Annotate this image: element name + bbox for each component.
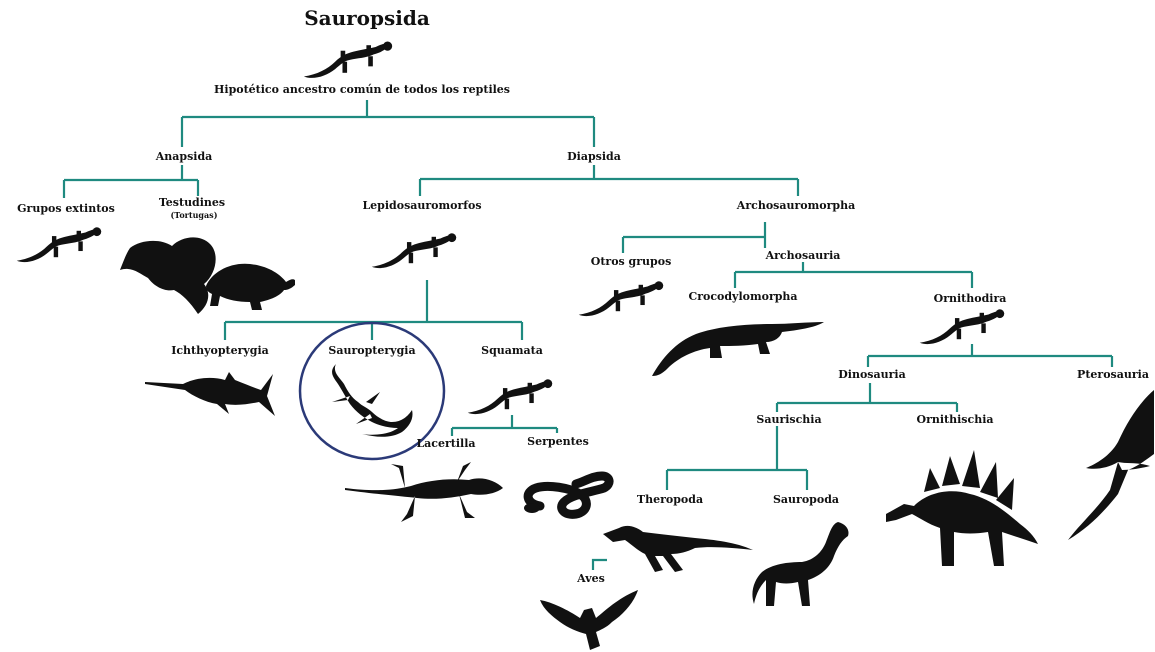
lizard-icon [298,36,398,82]
theropod-icon [603,520,753,572]
node-crocodylomorpha: Crocodylomorpha [688,291,797,302]
node-squamata: Squamata [481,345,543,356]
node-grupos-extintos: Grupos extintos [17,203,115,214]
node-pterosauria: Pterosauria [1077,369,1149,380]
lizard-icon [913,304,1011,348]
lizard-icon [460,374,560,418]
node-ornithischia: Ornithischia [916,414,993,425]
node-serpentes: Serpentes [527,436,589,447]
node-ornithodira: Ornithodira [934,293,1007,304]
node-otros-grupos: Otros grupos [591,256,672,267]
node-aves: Aves [577,573,605,584]
node-saurischia: Saurischia [756,414,821,425]
node-testudines-note: (Tortugas) [171,211,218,219]
turtle-icon [120,228,295,316]
plesiosaur-icon [322,362,420,440]
bird-icon [538,588,642,650]
node-dinosauria: Dinosauria [838,369,905,380]
lizard-icon [365,228,463,272]
node-lacertilla: Lacertilla [416,438,475,449]
lizard-icon [10,222,108,266]
node-diapsida: Diapsida [567,151,621,162]
node-testudines: Testudines [159,197,225,208]
node-sauropoda: Sauropoda [773,494,839,505]
ichthyosaur-icon [145,370,275,420]
node-theropoda: Theropoda [637,494,703,505]
pterosaur-icon [1066,390,1155,542]
root-label: Hipotético ancestro común de todos los r… [214,84,510,95]
node-archosauromorpha: Archosauromorpha [737,200,855,211]
node-anapsida: Anapsida [156,151,213,162]
diagram-title: Sauropsida [304,8,430,28]
snake-icon [518,466,616,520]
node-lepidosauromorfos: Lepidosauromorfos [362,200,481,211]
sauropod-icon [750,522,850,610]
node-ichthyopterygia: Ichthyopterygia [171,345,269,356]
lizard-icon [345,462,505,526]
node-sauropterygia: Sauropterygia [328,345,415,356]
crocodile-icon [648,312,824,378]
node-archosauria: Archosauria [766,250,841,261]
stegosaurus-icon [884,448,1039,568]
